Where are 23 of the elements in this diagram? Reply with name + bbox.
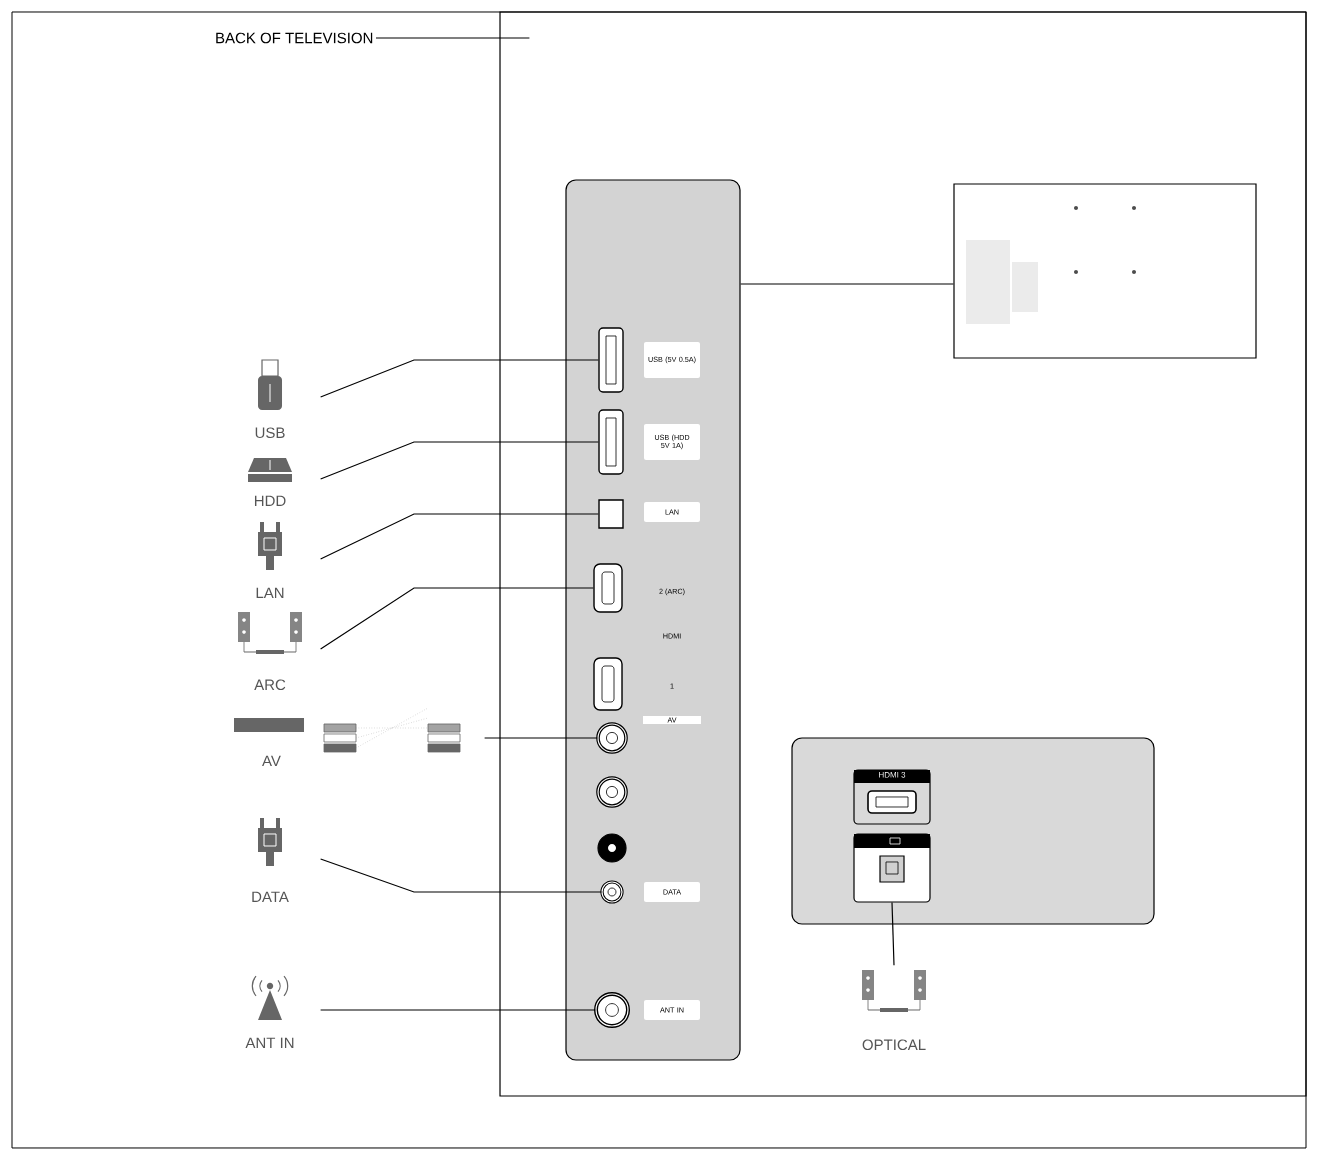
wall-mount-box [953,183,1257,359]
usb-port [598,409,624,475]
connection-line [320,441,599,480]
antenna-jack [594,992,630,1028]
connection-line [320,513,599,560]
connection-line [320,1009,596,1011]
optical-port [853,833,931,903]
leader-line [375,37,530,39]
lan-port [598,499,624,529]
hdmi-port [593,657,623,711]
connection-line [320,858,603,893]
usb-port [598,327,624,393]
connection-line [320,587,594,650]
television-outline [499,11,1307,1097]
connection-line [484,737,598,739]
connection-line [740,283,954,285]
connection-line [891,902,895,966]
av-jack [597,833,627,863]
av-jack [596,722,628,754]
connection-line [320,359,599,398]
hdmi-port [593,563,623,613]
av-jack [596,776,628,808]
data-jack [600,880,624,904]
